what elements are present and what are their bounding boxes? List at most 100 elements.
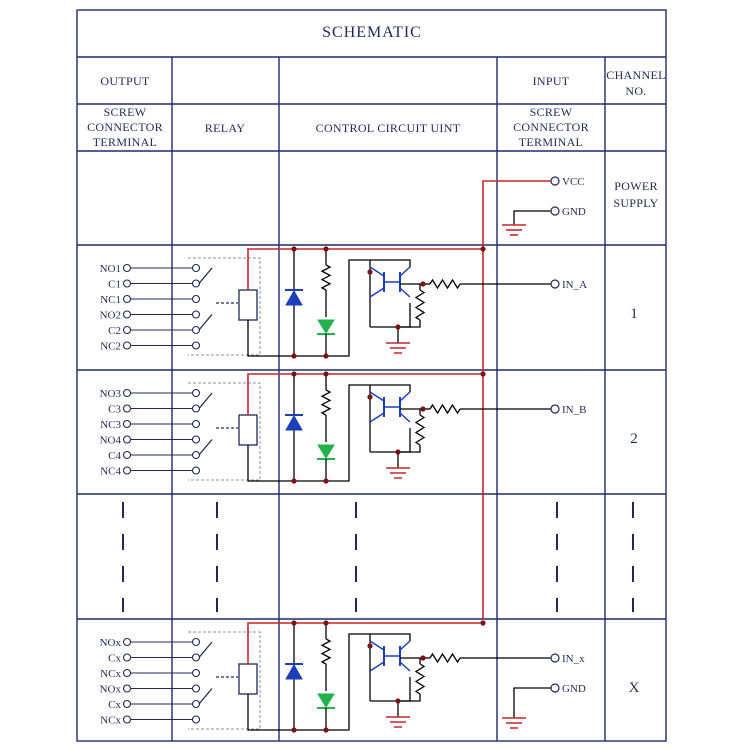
output-terminal (122, 450, 132, 460)
junction-dot (291, 371, 297, 377)
channel-no-header-line2: NO. (625, 84, 646, 98)
output-pin-label: NO2 (100, 310, 121, 322)
relay-switch-blade (198, 267, 213, 284)
channel-ground-symbol (386, 716, 410, 728)
output-terminal (122, 310, 132, 319)
output-terminal (122, 279, 132, 288)
relay-contact (191, 699, 201, 709)
output-terminal (122, 341, 132, 350)
input-screw-header-line3: TERMINAL (519, 135, 583, 149)
output-terminal (122, 699, 132, 709)
continuation-dashes (122, 502, 634, 612)
relay-contact (191, 466, 201, 475)
junction-dot (367, 643, 373, 649)
junction-dot (395, 698, 401, 704)
junction-dot (323, 353, 329, 359)
gnd-terminal-top (550, 206, 560, 216)
led-resistor (320, 264, 332, 291)
vcc-terminal (550, 176, 560, 186)
relay-contact (191, 263, 201, 273)
output-terminal (122, 325, 132, 335)
pulldown-resistor (414, 414, 426, 446)
transistor-body-2 (384, 640, 411, 672)
output-pin-label: NC1 (100, 294, 121, 306)
junction-dot (291, 478, 297, 484)
ground-wire (397, 694, 421, 717)
junction-dot (420, 655, 426, 661)
junction-dot (323, 727, 329, 733)
output-terminal (122, 668, 132, 678)
vcc-bus-wire (482, 180, 551, 619)
power-supply-label-line2: SUPPLY (613, 196, 658, 210)
junction-dot (420, 406, 426, 412)
relay-contact (191, 653, 201, 662)
junction-dot (367, 394, 373, 400)
output-header: OUTPUT (100, 74, 150, 88)
relay-switch-blade (198, 314, 213, 331)
input-terminal (550, 279, 560, 289)
power-supply-row: VCC GND POWER SUPPLY (482, 176, 658, 619)
coil-return-wire (247, 384, 370, 482)
indicator-led (317, 444, 335, 459)
output-screw-header-line3: TERMINAL (93, 135, 157, 149)
relay-contact (191, 419, 201, 429)
flyback-diode (285, 414, 303, 431)
gnd-label-top: GND (562, 206, 586, 218)
relay-contact (191, 279, 201, 288)
output-pin-label: NOx (100, 637, 122, 649)
gnd-wire-bottom (513, 687, 551, 718)
transistor-collector-link (370, 633, 411, 641)
output-terminal (122, 653, 132, 662)
junction-dot (323, 371, 329, 377)
junction-dot (480, 620, 486, 626)
relay-contact (191, 668, 201, 678)
relay-contact (191, 450, 201, 460)
relay-contact (191, 637, 201, 647)
output-screw-header-line1: SCREW (104, 105, 147, 119)
output-pin-label: C1 (108, 279, 121, 291)
input-label: IN_A (562, 279, 587, 291)
output-pin-label: C4 (108, 450, 121, 462)
output-pin-label: NO1 (100, 263, 121, 275)
channel-no-header-line1: CHANNEL (606, 68, 665, 82)
output-pin-label: NC3 (100, 419, 121, 431)
vcc-label: VCC (562, 176, 585, 188)
led-resistor (320, 389, 332, 416)
output-terminal (122, 404, 132, 413)
output-terminal (122, 388, 132, 398)
relay-contact (191, 435, 201, 444)
relay-switch-blade (198, 439, 213, 456)
relay-switch-blade (198, 641, 213, 658)
junction-dot (395, 324, 401, 330)
channel-number: 1 (630, 306, 638, 322)
relay-contact (191, 294, 201, 304)
flyback-diode (285, 289, 303, 306)
input-label: IN_B (562, 404, 586, 416)
ground-symbol-power (502, 224, 526, 236)
power-bus-wire (247, 373, 483, 415)
emitter-wire (370, 428, 411, 453)
transistor-collector-link (370, 259, 411, 267)
channel-ground-symbol (386, 467, 410, 479)
output-terminal (122, 684, 132, 693)
junction-dot (323, 478, 329, 484)
relay-boundary (188, 257, 261, 356)
input-resistor (429, 278, 461, 290)
channel-ground-symbol (386, 342, 410, 354)
transistor-body-1 (369, 266, 385, 298)
relay-boundary (188, 631, 261, 730)
junction-dot (420, 281, 426, 287)
output-pin-label: NO4 (100, 435, 122, 447)
junction-dot (395, 449, 401, 455)
relay-contact (191, 684, 201, 693)
relay-switch-blade (198, 688, 213, 705)
relay-contact (191, 715, 201, 724)
output-pin-label: NOx (100, 684, 122, 696)
input-screw-header-line1: SCREW (530, 105, 573, 119)
channel-number: 2 (630, 431, 638, 447)
output-terminal (122, 466, 132, 475)
relay-coil (238, 414, 258, 446)
transistor-collector-link (370, 384, 411, 392)
